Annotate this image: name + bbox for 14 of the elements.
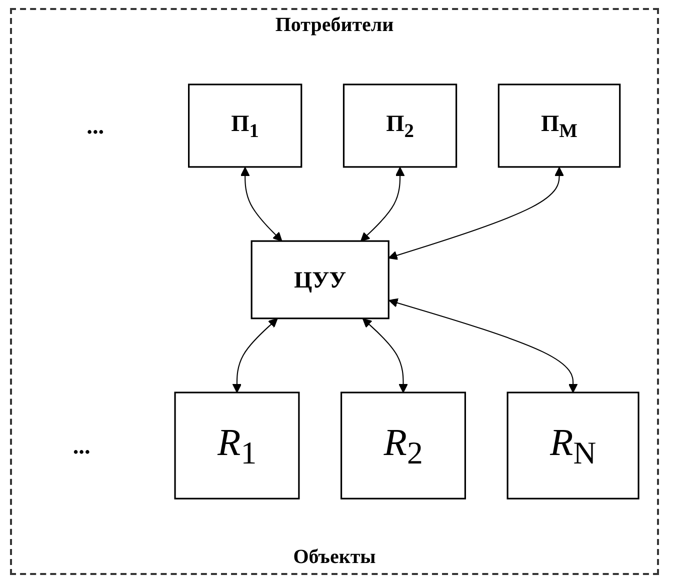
node-box: ЦУУ bbox=[250, 240, 390, 320]
heading-text: Объекты bbox=[292, 546, 377, 569]
arrow bbox=[232, 318, 278, 393]
arrow bbox=[388, 166, 564, 260]
heading-text: Потребители bbox=[274, 14, 395, 37]
arrow bbox=[360, 166, 405, 242]
node-box: П$_{2}$ bbox=[342, 84, 458, 168]
node-box: П$_{M}$ bbox=[498, 84, 621, 168]
label: ... bbox=[72, 432, 90, 459]
node-box: П$_{1}$ bbox=[188, 84, 302, 168]
arrow bbox=[240, 166, 282, 242]
arrow bbox=[388, 298, 578, 393]
label: ... bbox=[86, 112, 104, 139]
arrow bbox=[362, 318, 408, 393]
